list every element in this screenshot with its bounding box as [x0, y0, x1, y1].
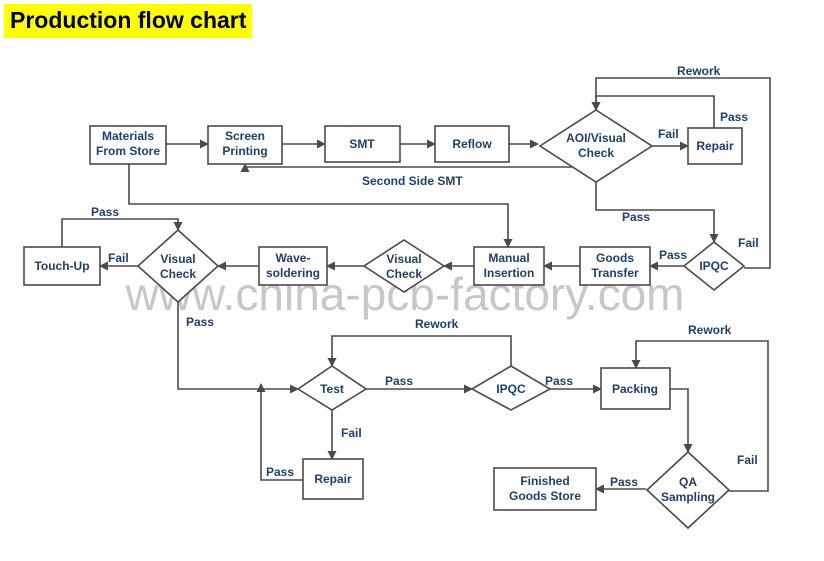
label-second-side-smt: Second Side SMT: [362, 174, 463, 188]
node-label: IPQC: [496, 382, 526, 396]
node-qa-sampling: QA Sampling: [645, 450, 731, 530]
node-label: Transfer: [591, 266, 639, 280]
label-rework-mid: Rework: [415, 317, 459, 331]
label-pass-repair-bottom: Pass: [266, 465, 294, 479]
edge-qa-rework: [631, 340, 769, 492]
label-pass-repair: Pass: [720, 110, 748, 124]
node-label: Touch-Up: [34, 259, 89, 273]
node-repair-bottom: Repair: [302, 458, 364, 500]
node-finished-goods: Finished Goods Store: [493, 467, 597, 511]
edge-ipqc-rework: [591, 77, 771, 269]
label-pass-test: Pass: [385, 374, 413, 388]
node-label: QA: [679, 475, 697, 489]
edge-materials-manual: [128, 164, 513, 248]
label-fail-visual-left: Fail: [108, 251, 129, 265]
node-label: Visual: [386, 252, 421, 266]
node-test: Test: [296, 365, 368, 411]
node-label: Repair: [696, 139, 734, 153]
node-label: Packing: [612, 382, 658, 396]
node-label: From Store: [96, 144, 160, 158]
node-label: Reflow: [452, 137, 492, 151]
label-rework-top: Rework: [677, 64, 721, 78]
node-packing: Packing: [600, 367, 671, 410]
node-label: Goods: [596, 251, 634, 265]
node-label: Sampling: [661, 490, 715, 504]
label-pass-ipqc-right: Pass: [659, 248, 687, 262]
node-label: Materials: [102, 129, 154, 143]
connectors: [61, 77, 771, 494]
node-visual-check-mid: Visual Check: [362, 239, 446, 293]
node-aoi-visual-check: AOI/Visual Check: [538, 109, 654, 183]
edge-touchup-visual-pass: [61, 218, 183, 247]
node-manual-insertion: Manual Insertion: [473, 246, 545, 286]
node-touch-up: Touch-Up: [23, 246, 101, 286]
node-label: Check: [160, 267, 196, 281]
node-label: Manual: [488, 251, 529, 265]
label-fail-aoi: Fail: [658, 127, 679, 141]
node-materials: Materials From Store: [89, 125, 167, 165]
edge-labels: Rework Pass Fail Second Side SMT Pass Fa…: [91, 64, 759, 489]
node-ipqc-mid: IPQC: [470, 365, 552, 411]
label-rework-bottom: Rework: [688, 323, 732, 337]
edge-repair-test-pass: [256, 383, 303, 481]
label-pass-aoi: Pass: [622, 210, 650, 224]
node-label: Check: [386, 267, 422, 281]
node-goods-transfer: Goods Transfer: [579, 246, 651, 286]
node-label: soldering: [266, 266, 320, 280]
node-label: AOI/Visual: [566, 131, 626, 145]
edge-packing-qa: [670, 388, 693, 453]
node-reflow: Reflow: [434, 125, 510, 163]
label-fail-test: Fail: [341, 426, 362, 440]
page-title: Production flow chart: [4, 4, 253, 38]
node-ipqc-right: IPQC: [682, 240, 746, 292]
edge-ipqc-rework-mid: [327, 335, 512, 367]
node-label: Wave-: [276, 251, 311, 265]
label-pass-touchup: Pass: [91, 205, 119, 219]
node-visual-check-left: Visual Check: [136, 228, 220, 304]
node-label: Goods Store: [509, 489, 581, 503]
label-pass-visual-left: Pass: [186, 315, 214, 329]
edge-aoi-ipqc: [595, 182, 719, 243]
node-label: SMT: [349, 137, 375, 151]
node-label: Finished: [520, 474, 569, 488]
node-label: Printing: [222, 144, 267, 158]
node-label: Check: [578, 146, 614, 160]
label-pass-qa: Pass: [610, 475, 638, 489]
node-screen-printing: Screen Printing: [207, 125, 283, 165]
node-label: Visual: [160, 252, 195, 266]
node-wave-soldering: Wave- soldering: [258, 246, 328, 286]
node-label: Repair: [314, 472, 352, 486]
node-repair-top: Repair: [687, 127, 743, 165]
node-smt: SMT: [324, 125, 401, 163]
node-label: Screen: [225, 129, 265, 143]
label-fail-qa: Fail: [737, 453, 758, 467]
label-fail-ipqc-right: Fail: [738, 236, 759, 250]
node-label: IPQC: [699, 259, 729, 273]
label-pass-ipqc-mid: Pass: [545, 374, 573, 388]
node-label: Insertion: [484, 266, 535, 280]
node-label: Test: [320, 382, 344, 396]
